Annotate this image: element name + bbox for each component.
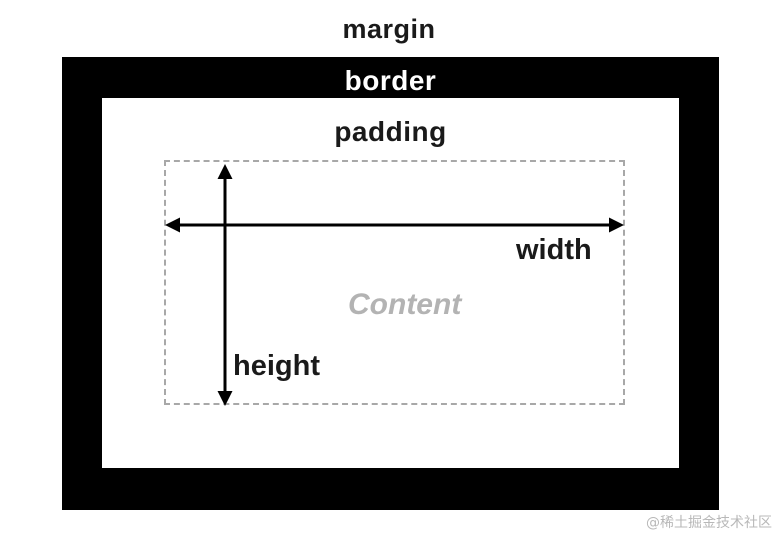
width-label: width: [516, 234, 592, 266]
watermark: @稀土掘金技术社区: [646, 515, 772, 531]
height-label: height: [233, 350, 320, 382]
content-label: Content: [348, 288, 462, 321]
border-label: border: [344, 65, 437, 96]
padding-box: padding: [102, 98, 679, 468]
margin-label: margin: [342, 14, 436, 44]
content-box: [164, 160, 625, 405]
border-box: border padding: [62, 57, 719, 510]
padding-label: padding: [334, 116, 447, 147]
